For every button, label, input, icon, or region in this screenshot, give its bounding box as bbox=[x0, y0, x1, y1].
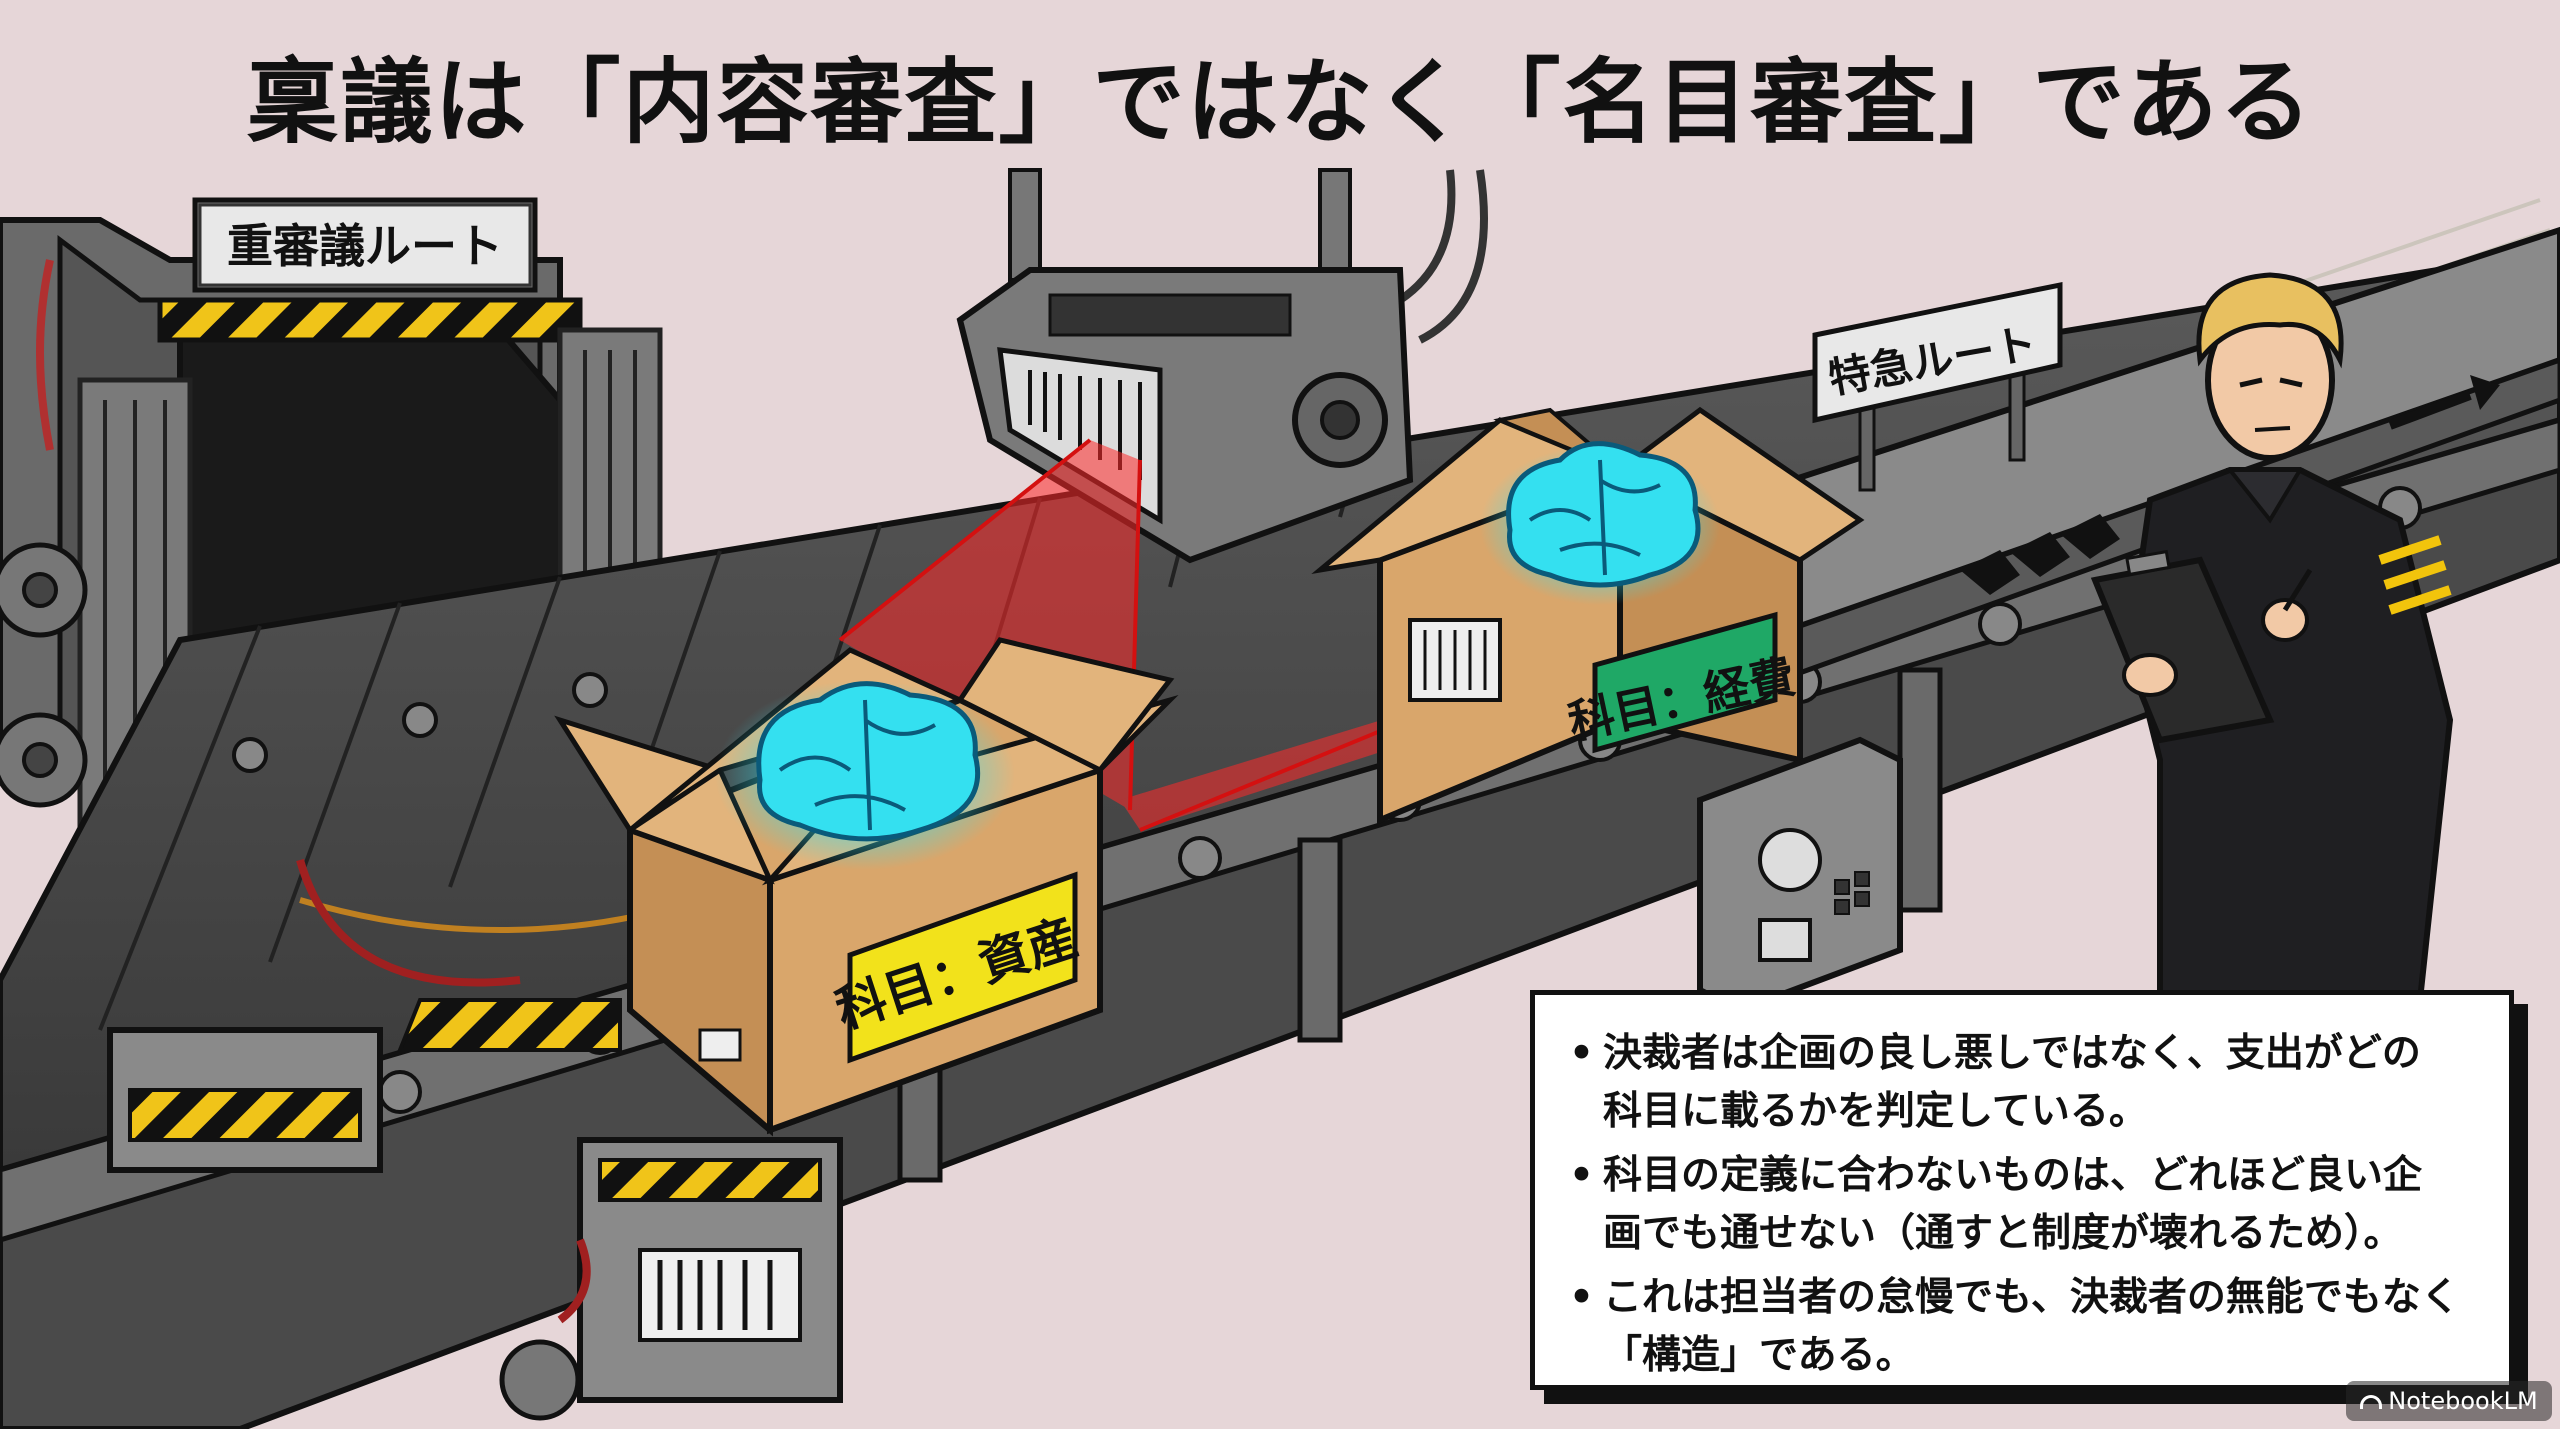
brain-icon bbox=[715, 680, 1015, 870]
box-assets: 科目：資産 bbox=[554, 637, 1179, 1137]
bullet-item: • 科目の定義に合わないものは、どれほど良い企 画でも通せない（通すと制度が壊れ… bbox=[1569, 1147, 2479, 1263]
inspector-figure bbox=[2090, 272, 2454, 1003]
watermark-label: NotebookLM bbox=[2388, 1387, 2538, 1415]
heavy-route-label: 重審議ルート bbox=[227, 219, 503, 273]
barcode-icon bbox=[657, 1260, 773, 1330]
front-machine bbox=[107, 998, 843, 1421]
bullet-dot: • bbox=[1569, 1153, 1594, 1198]
control-panel bbox=[1697, 736, 1903, 1014]
summary-box: • 決裁者は企画の良し悪しではなく、支出がどの 科目に載るかを判定している。 •… bbox=[1530, 990, 2514, 1390]
bullet-dot: • bbox=[1569, 1275, 1594, 1320]
brain-icon bbox=[1480, 441, 1720, 605]
arrow-icon bbox=[2388, 375, 2500, 430]
bullet-item: • 決裁者は企画の良し悪しではなく、支出がどの 科目に載るかを判定している。 bbox=[1569, 1025, 2479, 1141]
bullet-text: これは担当者の怠慢でも、決裁者の無能でもなく 「構造」である。 bbox=[1603, 1275, 2460, 1378]
notebooklm-icon bbox=[2360, 1395, 2383, 1409]
bullet-text: 科目の定義に合わないものは、どれほど良い企 画でも通せない（通すと制度が壊れるた… bbox=[1603, 1153, 2423, 1256]
express-route-sign: 特急ルート bbox=[1812, 281, 2063, 492]
page-title: 稟議は「内容審査」ではなく「名目審査」である bbox=[246, 49, 2314, 156]
express-chevrons bbox=[1960, 514, 2120, 595]
notebooklm-watermark: NotebookLM bbox=[2346, 1381, 2552, 1421]
heavy-route-sign: 重審議ルート bbox=[192, 197, 538, 293]
bullet-item: • これは担当者の怠慢でも、決裁者の無能でもなく 「構造」である。 bbox=[1569, 1269, 2479, 1385]
bullet-text: 決裁者は企画の良し悪しではなく、支出がどの 科目に載るかを判定している。 bbox=[1603, 1031, 2421, 1134]
box-expenses: 科目：経費 bbox=[1311, 406, 1865, 825]
bullet-dot: • bbox=[1569, 1031, 1594, 1076]
